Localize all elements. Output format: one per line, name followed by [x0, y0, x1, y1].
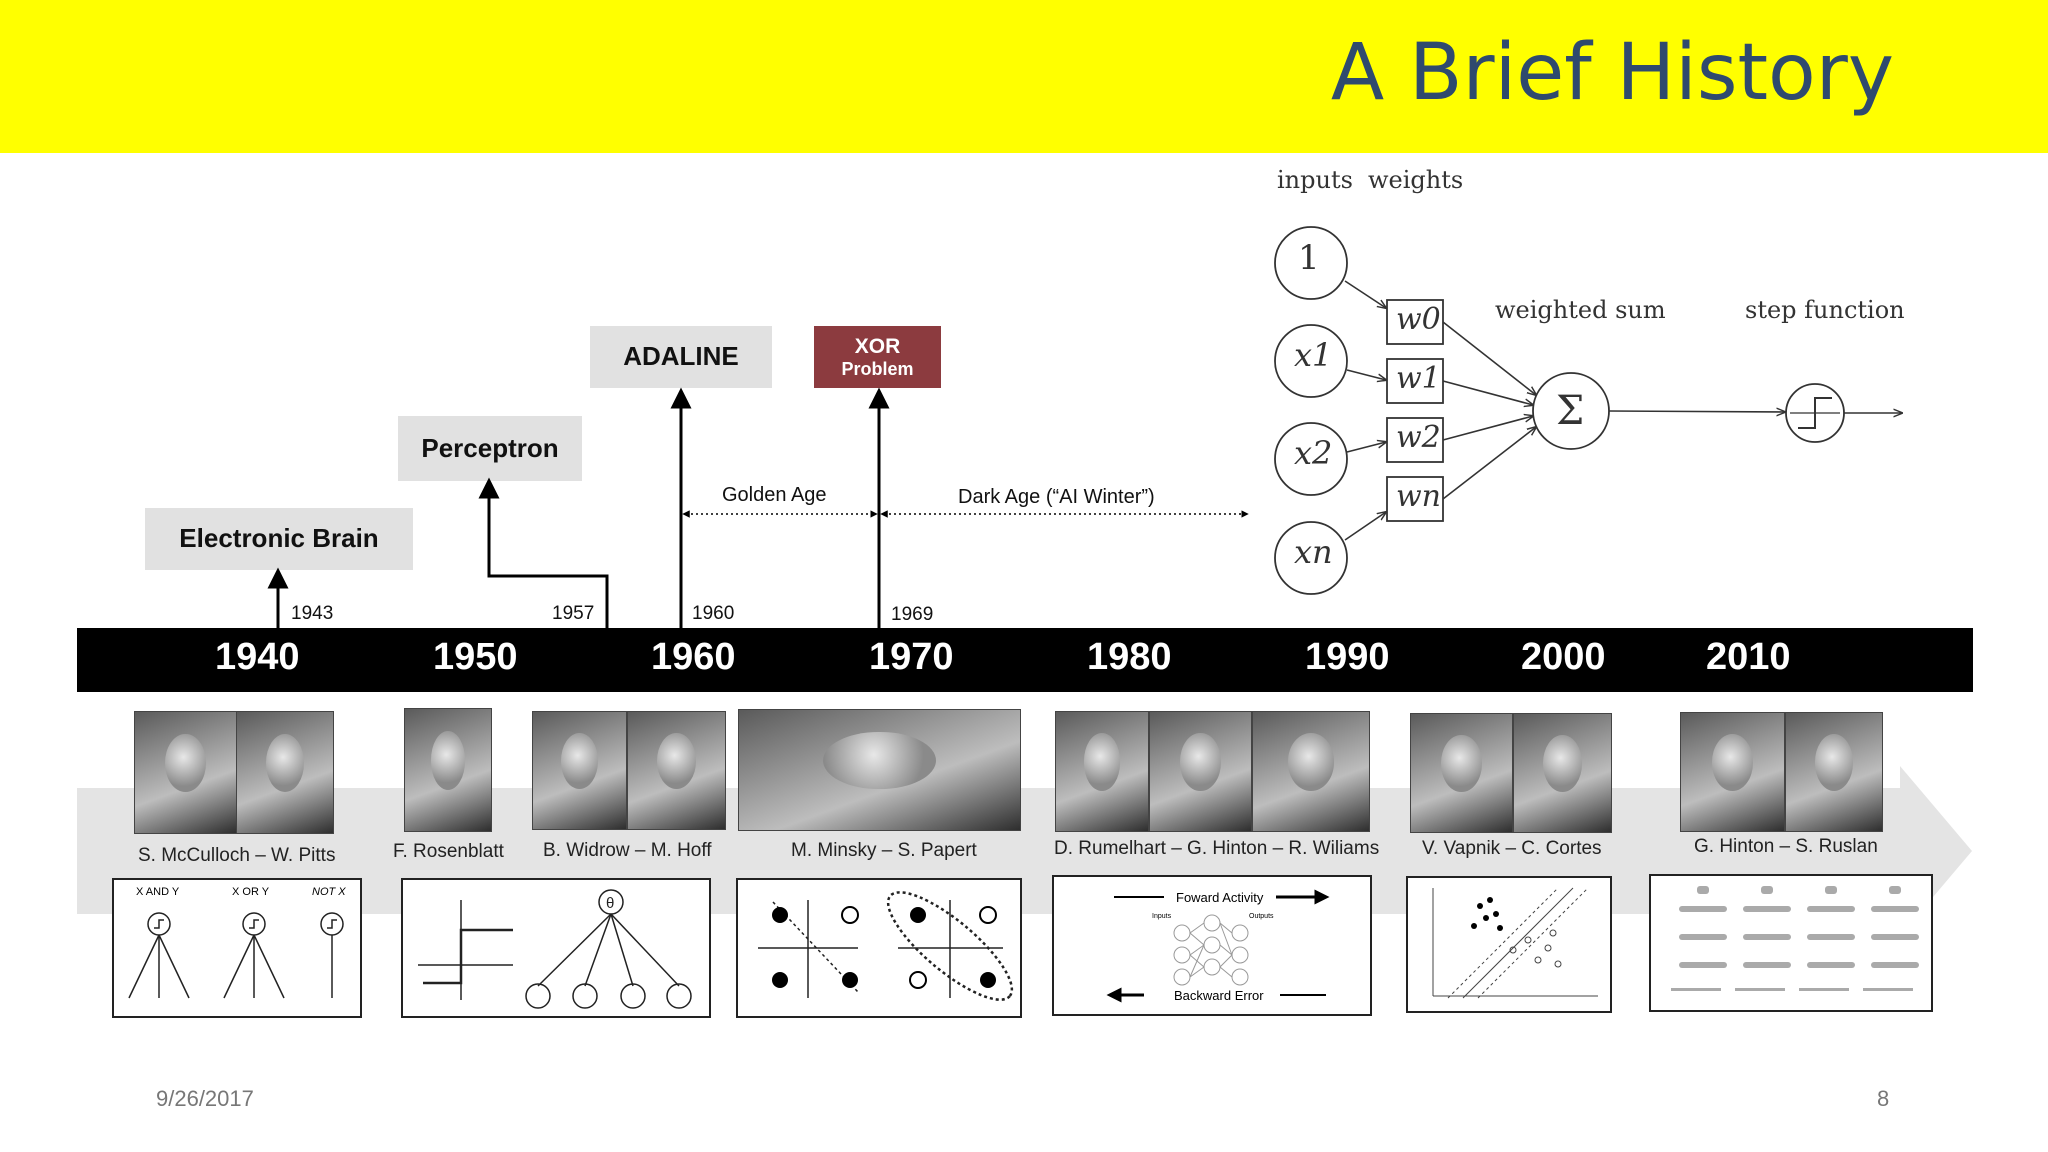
gate-and-label: X AND Y — [136, 886, 180, 898]
decade-1960: 1960 — [651, 636, 736, 678]
step-and-tree-drawing: θ — [418, 889, 692, 1009]
photo-pitts — [236, 711, 334, 834]
gate-not-label: NOT X — [312, 886, 346, 898]
thumb-backprop-network: Foward Activity Backward Error Inputs Ou… — [1052, 875, 1372, 1016]
year-1969: 1969 — [891, 604, 934, 625]
weight-w1: w1 — [1396, 361, 1441, 396]
photo-rumelhart — [1055, 711, 1149, 832]
people-minsky-papert: M. Minsky – S. Papert — [791, 840, 977, 861]
logic-gates-drawing — [128, 912, 344, 999]
arrow-1957 — [478, 477, 609, 628]
thumb-rosenblatt-perceptron: θ — [401, 878, 711, 1018]
slide-page-number: 8 — [1877, 1086, 1890, 1111]
xor-label-line1: XOR — [854, 334, 901, 358]
gate-or-label: X OR Y — [232, 886, 270, 898]
photo-williams — [1252, 711, 1370, 832]
people-vapnik-cortes: V. Vapnik – C. Cortes — [1422, 838, 1602, 859]
slide-title: A Brief History — [1330, 28, 1894, 118]
photo-hinton-1980 — [1149, 711, 1252, 832]
input-1: 1 — [1298, 238, 1320, 278]
year-1957: 1957 — [552, 603, 595, 624]
decade-2000: 2000 — [1521, 636, 1606, 678]
people-rumelhart-hinton-williams: D. Rumelhart – G. Hinton – R. Wiliams — [1054, 838, 1380, 859]
photo-cortes — [1513, 713, 1612, 833]
people-hinton-ruslan: G. Hinton – S. Ruslan — [1694, 836, 1878, 857]
decade-2010: 2010 — [1706, 636, 1791, 678]
timeline-bar — [77, 628, 1973, 692]
thumb-xor-plots — [736, 878, 1022, 1018]
perceptron-inputs-label: inputs — [1277, 166, 1353, 194]
backward-error-label: Backward Error — [1174, 988, 1264, 1003]
input-xn: xn — [1294, 533, 1333, 571]
deep-net-drawing — [1671, 886, 1919, 991]
weight-w0: w0 — [1396, 302, 1441, 337]
thumb-logic-gates: X AND Y X OR Y NOT X — [112, 878, 362, 1018]
milestone-electronic-brain: Electronic Brain — [145, 508, 413, 570]
milestone-adaline: ADALINE — [590, 326, 772, 388]
people-widrow-hoff: B. Widrow – M. Hoff — [543, 840, 712, 861]
photo-mcculloch — [134, 711, 237, 834]
inputs-label: Inputs — [1152, 913, 1172, 920]
svm-drawing — [1432, 887, 1598, 999]
thumb-deep-belief — [1649, 874, 1933, 1012]
golden-age-label: Golden Age — [722, 484, 827, 506]
outputs-label: Outputs — [1249, 913, 1274, 920]
perceptron-sum-label: weighted sum — [1495, 296, 1666, 324]
perceptron-step-label: step function — [1745, 296, 1905, 324]
photo-hinton-2010 — [1680, 712, 1785, 832]
photo-minsky-papert — [738, 709, 1021, 831]
decade-1940: 1940 — [215, 636, 300, 678]
photo-rosenblatt — [404, 708, 492, 832]
network-drawing — [1106, 889, 1330, 1003]
svg-text:θ: θ — [606, 895, 614, 912]
decade-1980: 1980 — [1087, 636, 1172, 678]
decade-1970: 1970 — [869, 636, 954, 678]
photo-widrow — [532, 711, 627, 830]
year-1960: 1960 — [692, 603, 735, 624]
title-bar — [0, 0, 2048, 153]
weight-w2: w2 — [1396, 420, 1441, 455]
xor-label-line2: Problem — [841, 358, 914, 379]
decade-1950: 1950 — [433, 636, 518, 678]
weight-wn: wn — [1396, 479, 1441, 514]
photo-hoff — [627, 711, 726, 830]
dark-age-label: Dark Age (“AI Winter”) — [958, 486, 1155, 508]
photo-ruslan — [1785, 712, 1883, 832]
xor-plots-drawing — [758, 891, 1014, 1001]
input-x2: x2 — [1294, 434, 1333, 472]
thumb-svm — [1406, 876, 1612, 1013]
people-mcculloch-pitts: S. McCulloch – W. Pitts — [138, 845, 336, 866]
perceptron-weights-label: weights — [1368, 166, 1464, 194]
decade-1990: 1990 — [1305, 636, 1390, 678]
milestone-perceptron: Perceptron — [398, 416, 582, 481]
photo-vapnik — [1410, 713, 1513, 833]
sum-symbol: Σ — [1556, 388, 1585, 434]
forward-activity-label: Foward Activity — [1176, 890, 1264, 905]
input-x1: x1 — [1294, 336, 1333, 374]
slide-date: 9/26/2017 — [156, 1086, 254, 1111]
people-rosenblatt: F. Rosenblatt — [393, 841, 504, 862]
milestone-xor-problem: XOR Problem — [814, 326, 941, 388]
year-1943: 1943 — [291, 603, 334, 624]
